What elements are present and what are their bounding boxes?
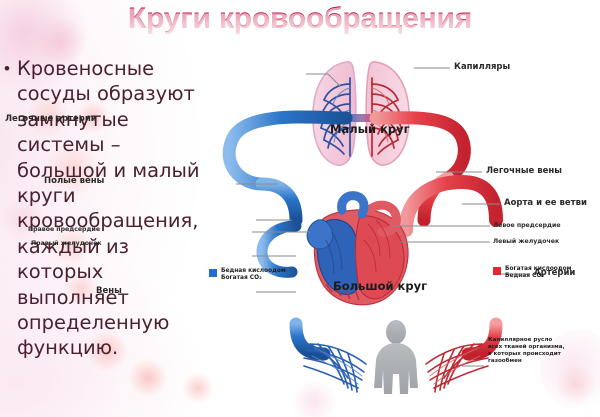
legend-text-blue: Бедная кислоодом Богатая CO₂ <box>221 268 286 282</box>
legend-deoxygenated: Бедная кислоодом Богатая CO₂ <box>209 268 286 283</box>
label-arteries: Артерии <box>534 268 576 278</box>
legend-text-red: Богатая кислоодом Бедная CO₂ <box>505 266 572 280</box>
legend-swatch-blue <box>209 269 217 277</box>
bullet-marker: • <box>4 59 10 78</box>
label-left-ventricle: Левый желудочек <box>493 238 560 245</box>
label-right-ventricle: Правый желудочек <box>31 240 102 247</box>
bullet-item-text: Кровеносные сосуды образуют замкнутые си… <box>16 57 200 360</box>
bokeh-circle <box>128 358 168 398</box>
legend-oxygenated: Богатая кислоодом Бедная CO₂ <box>493 266 571 281</box>
bullet-list: • Кровеносные сосуды образуют замкнутые … <box>4 56 210 361</box>
heart-graphic <box>306 191 409 306</box>
label-pulmonary-arteries: Легочные артерии <box>5 114 97 124</box>
legend-swatch-red <box>493 267 501 275</box>
label-right-atrium: Правое предсердие <box>28 226 101 233</box>
circulation-illustration <box>222 60 530 394</box>
label-pulmonary-veins: Легочные вены <box>486 166 562 176</box>
label-vena-cava: Полые вены <box>44 176 105 186</box>
label-pulmonary-circuit: Малый круг <box>330 122 410 136</box>
label-aorta: Аорта и ее ветви <box>504 198 587 208</box>
label-veins: Вены <box>96 286 122 296</box>
label-systemic-circuit: Большой круг <box>333 279 428 293</box>
human-silhouette <box>374 320 418 394</box>
label-left-atrium: Левое предсердие <box>493 222 561 229</box>
label-capillaries: Капилляры <box>454 62 511 72</box>
page-title: Круги кровообращения <box>0 2 600 36</box>
capillary-bed-note: Капиллярное русло всех тканей организма,… <box>488 337 565 364</box>
circulation-diagram: Малый круг Большой круг Легочные артерии… <box>5 44 600 394</box>
